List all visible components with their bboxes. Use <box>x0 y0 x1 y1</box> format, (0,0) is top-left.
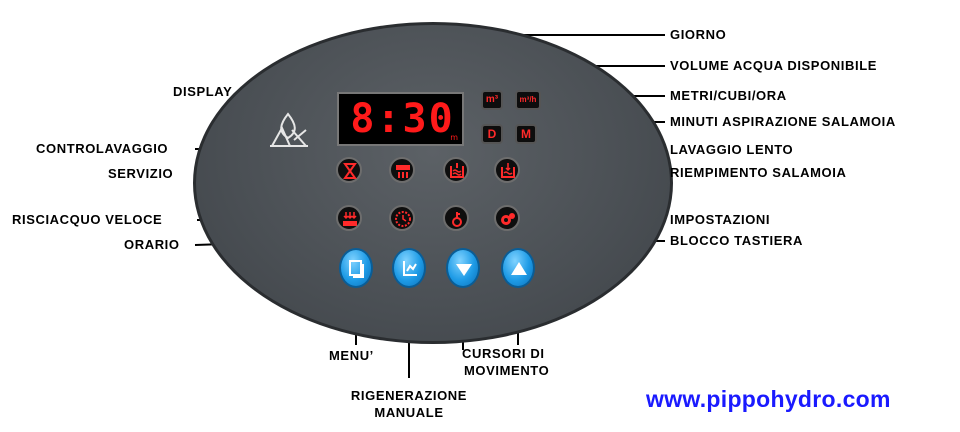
label-cursori-2: MOVIMENTO <box>464 363 550 378</box>
regeneration-icon <box>403 261 417 276</box>
clock-icon <box>395 211 411 227</box>
hourglass-icon <box>343 163 357 179</box>
impostazioni-button[interactable] <box>494 205 520 231</box>
gear-icon <box>501 213 515 225</box>
label-cursori-1: CURSORI DI <box>462 346 545 361</box>
flow-indicator: m³/h <box>515 90 541 110</box>
label-lavaggio-lento: LAVAGGIO LENTO <box>670 142 794 157</box>
label-servizio: SERVIZIO <box>108 166 174 181</box>
label-controlavaggio: CONTROLAVAGGIO <box>36 141 169 156</box>
blocco-tastiera-button[interactable] <box>443 205 469 231</box>
slow-rinse-icon <box>450 163 464 178</box>
servizio-button[interactable] <box>336 157 362 183</box>
display-unit: m <box>450 133 458 142</box>
backwash-icon <box>396 165 410 178</box>
lavaggio-lento-button[interactable] <box>443 157 469 183</box>
website-link[interactable]: www.pippohydro.com <box>646 386 891 412</box>
label-impostazioni: IMPOSTAZIONI <box>670 212 771 227</box>
brand-logo <box>270 112 308 147</box>
cursor-down-button[interactable] <box>446 248 480 288</box>
label-metri: METRI/CUBI/ORA <box>670 88 787 103</box>
label-rigenerazione-2: MANUALE <box>374 405 444 420</box>
arrow-down-icon <box>456 264 472 276</box>
label-rigenerazione-1: RIGENERAZIONE <box>350 388 468 403</box>
day-indicator: D <box>481 124 503 144</box>
label-orario: ORARIO <box>124 237 180 252</box>
label-risciacquo: RISCIACQUO VELOCE <box>12 212 163 227</box>
key-icon <box>452 212 462 227</box>
label-riempimento: RIEMPIMENTO SALAMOIA <box>670 165 847 180</box>
controlavaggio-button[interactable] <box>389 157 415 183</box>
risciacquo-button[interactable] <box>336 205 362 231</box>
riempimento-button[interactable] <box>494 157 520 183</box>
orario-button[interactable] <box>389 205 415 231</box>
lcd-display: 8:30 m <box>337 92 464 146</box>
label-blocco: BLOCCO TASTIERA <box>670 233 803 248</box>
rigenerazione-manuale-button[interactable] <box>392 248 426 288</box>
volume-indicator: m³ <box>481 90 503 110</box>
fast-rinse-icon <box>343 212 357 226</box>
arrow-up-icon <box>511 262 527 275</box>
menu-icon <box>349 260 364 278</box>
control-panel <box>193 22 673 344</box>
menu-button[interactable] <box>339 248 373 288</box>
minutes-indicator: M <box>515 124 537 144</box>
label-volume: VOLUME ACQUA DISPONIBILE <box>670 58 878 73</box>
label-menu: MENU’ <box>329 348 374 363</box>
cursor-up-button[interactable] <box>501 248 535 288</box>
display-time: 8:30 <box>350 96 455 142</box>
label-display: DISPLAY <box>173 84 233 99</box>
brine-fill-icon <box>501 163 515 178</box>
label-minuti: MINUTI ASPIRAZIONE SALAMOIA <box>670 114 896 129</box>
label-giorno: GIORNO <box>670 27 727 42</box>
